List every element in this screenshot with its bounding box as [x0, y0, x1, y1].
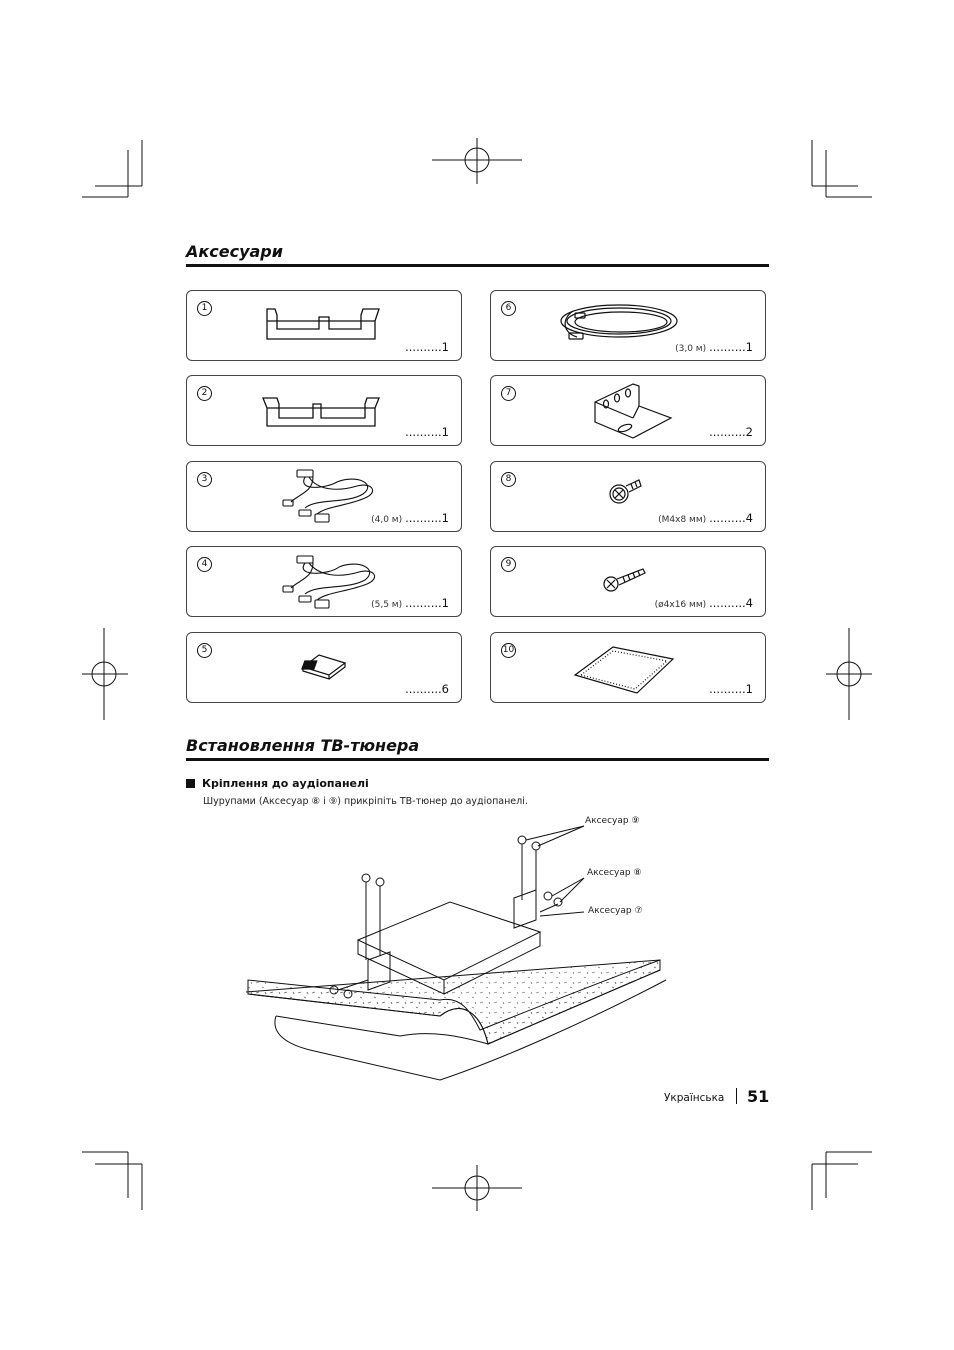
accessory-card-10: 10 ..........1	[490, 632, 766, 703]
item-number: 9	[501, 556, 516, 572]
footer-language: Українська	[664, 1092, 725, 1104]
quantity: (5,5 м)..........1	[371, 596, 449, 610]
item-number: 4	[197, 556, 212, 572]
quantity: (4,0 м)..........1	[371, 511, 449, 525]
mounting-instruction: Шурупами (Аксесуар ⑧ і ⑨) прикріпіть ТВ-…	[203, 796, 528, 807]
accessory-card-5: 5 ..........6	[186, 632, 462, 703]
item-number: 2	[197, 385, 212, 401]
callout-accessory-9: Аксесуар ⑨	[585, 816, 640, 826]
quantity: (3,0 м)..........1	[675, 340, 753, 354]
accessory-card-2: 2 ..........1	[186, 375, 462, 446]
install-title: Встановлення ТВ-тюнера	[186, 736, 420, 755]
item-number: 1	[197, 300, 212, 316]
item-number: 3	[197, 471, 212, 487]
section-rule	[186, 264, 769, 267]
quantity: ..........1	[709, 682, 753, 696]
cable-coil-icon	[560, 304, 678, 340]
bullet-square-icon	[186, 779, 195, 788]
item-number: 10	[501, 642, 516, 658]
mounting-illustration	[245, 825, 667, 1081]
quantity: ..........2	[709, 425, 753, 439]
accessory-card-1: 1 ..........1	[186, 290, 462, 361]
item-number: 5	[197, 642, 212, 658]
accessory-card-9: 9 (ø4x16 мм)..........4	[490, 546, 766, 617]
antenna-cable-icon	[282, 469, 374, 523]
accessory-card-6: 6 (3,0 м)..........1	[490, 290, 766, 361]
quantity: (ø4x16 мм)..........4	[654, 596, 753, 610]
tapping-screw-icon	[603, 568, 646, 592]
accessory-card-4: 4 (5,5 м)..........1	[186, 546, 462, 617]
bracket-large-icon	[266, 308, 380, 340]
accessory-card-3: 3 (4,0 м)..........1	[186, 461, 462, 532]
item-number: 6	[501, 300, 516, 316]
machine-screw-icon	[609, 479, 642, 504]
quantity: ..........1	[405, 425, 449, 439]
mounting-subheading: Кріплення до аудіопанелі	[186, 777, 369, 790]
accessory-card-8: 8 (M4x8 мм)..........4	[490, 461, 766, 532]
item-number: 7	[501, 385, 516, 401]
quantity: (M4x8 мм)..........4	[658, 511, 753, 525]
page-number: 51	[747, 1087, 770, 1106]
bracket-small-icon	[262, 397, 380, 427]
quantity: ..........6	[405, 682, 449, 696]
section-rule	[186, 758, 769, 761]
accessories-title: Аксесуари	[186, 242, 283, 261]
callout-accessory-8: Аксесуар ⑧	[587, 868, 642, 878]
footer-divider	[736, 1088, 737, 1104]
callout-accessory-7: Аксесуар ⑦	[588, 906, 643, 916]
item-number: 8	[501, 471, 516, 487]
quantity: ..........1	[405, 340, 449, 354]
antenna-cable-icon	[282, 555, 376, 609]
clamp-icon	[301, 654, 347, 680]
adhesive-pad-icon	[573, 646, 675, 694]
angle-bracket-icon	[594, 383, 673, 439]
accessory-card-7: 7 ..........2	[490, 375, 766, 446]
